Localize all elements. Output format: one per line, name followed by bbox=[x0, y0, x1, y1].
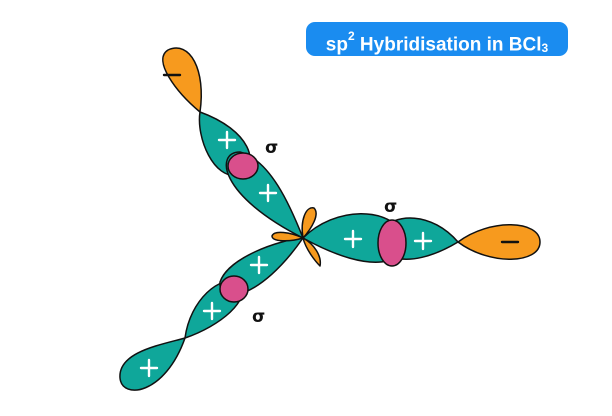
plus-sign-icon bbox=[249, 255, 269, 275]
plus-sign-icon bbox=[139, 358, 159, 378]
plus-sign-icon bbox=[202, 301, 222, 321]
boron-back-lobe-left bbox=[271, 231, 304, 242]
boron-back-lobe-upper bbox=[301, 207, 317, 239]
right-bond-overlap bbox=[377, 219, 407, 267]
upper-chlorine-outer-orange-lobe bbox=[162, 47, 202, 113]
plus-sign-icon bbox=[258, 183, 278, 203]
right-chlorine-outer-orange-lobe bbox=[457, 224, 541, 260]
title-prefix: sp bbox=[325, 34, 348, 56]
sigma-label-right-bond: σ bbox=[384, 197, 397, 217]
diagram-title: sp2 Hybridisation in BCl3 bbox=[306, 22, 568, 56]
plus-sign-icon bbox=[343, 229, 363, 249]
title-subscript: 3 bbox=[541, 41, 549, 56]
sigma-label-upper-bond: σ bbox=[265, 138, 278, 158]
lower-bond-overlap bbox=[219, 275, 249, 303]
title-superscript: 2 bbox=[347, 29, 355, 43]
sigma-label-lower-bond: σ bbox=[252, 307, 265, 327]
lower-chlorine-outer-teal-lobe bbox=[119, 337, 186, 391]
upper-bond-overlap bbox=[227, 152, 259, 180]
plus-sign-icon bbox=[413, 231, 433, 251]
title-middle: Hybridisation in BCl bbox=[354, 34, 542, 56]
boron-back-lobe-lower bbox=[302, 237, 322, 267]
plus-sign-icon bbox=[217, 130, 237, 150]
